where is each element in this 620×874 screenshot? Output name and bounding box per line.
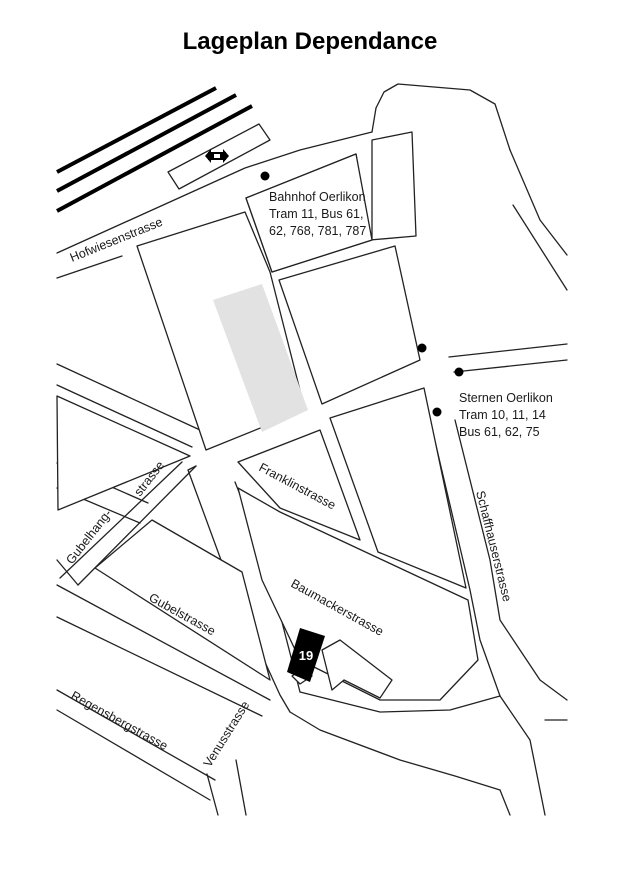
block-central-right: [278, 245, 421, 405]
stop-marker-sternen-east: [454, 367, 464, 377]
stop-line: Bus 61, 62, 75: [459, 425, 540, 439]
stop-line: 62, 768, 781, 787: [269, 224, 366, 238]
block-west: [56, 395, 191, 511]
sbb-railway-icon: [205, 149, 229, 163]
building-19: 19: [287, 628, 325, 682]
railway-tracks: [56, 86, 253, 213]
street-label-venus: Venusstrasse: [201, 698, 253, 769]
annex-building: [321, 639, 393, 699]
stop-line: Tram 10, 11, 14: [459, 408, 546, 422]
stop-label-sternen: Sternen Oerlikon Tram 10, 11, 14 Bus 61,…: [459, 391, 553, 439]
block-east: [329, 387, 467, 589]
stop-name: Bahnhof Oerlikon: [269, 190, 366, 204]
stop-marker-sternen-north: [417, 343, 427, 353]
stop-name: Sternen Oerlikon: [459, 391, 553, 405]
stop-label-bahnhof: Bahnhof Oerlikon Tram 11, Bus 61, 62, 76…: [269, 190, 366, 238]
stop-marker-sternen-south: [432, 407, 442, 417]
block-south-mid: [237, 429, 361, 541]
building-number: 19: [299, 648, 313, 663]
street-label-regensberg: Regensbergstrasse: [69, 688, 171, 753]
block-lower-left: [94, 519, 271, 681]
map-title: Lageplan Dependance: [182, 28, 438, 55]
highlighted-area: [213, 284, 308, 432]
stop-line: Tram 11, Bus 61,: [269, 207, 363, 221]
stop-marker-bahnhof: [260, 171, 270, 181]
block-bahnhof: [245, 153, 373, 273]
street-label-schaffhauser: Schaffhauserstrasse: [473, 489, 514, 603]
